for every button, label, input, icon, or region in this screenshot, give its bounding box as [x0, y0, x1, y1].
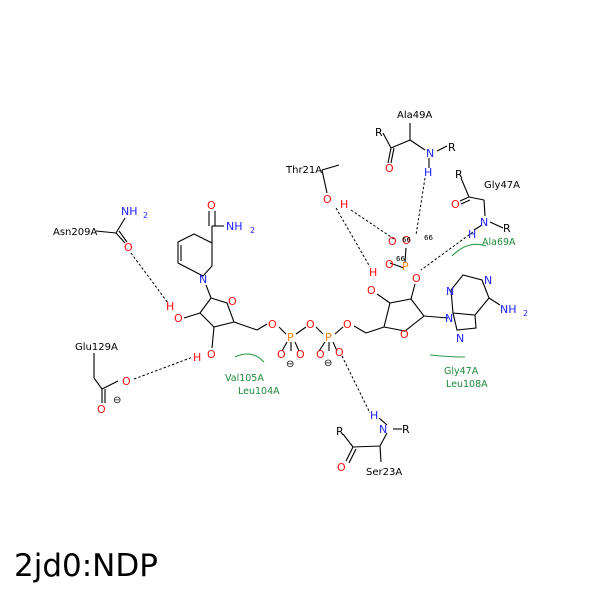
atom-nh2-asn-sub: 2 [143, 211, 148, 220]
atom-h-ala: H [424, 166, 432, 179]
atom-o-ser: O [337, 461, 346, 474]
distance-2: 66 [424, 234, 433, 242]
hbond-thr21-a [335, 207, 371, 268]
atom-o-p1b: O [296, 348, 305, 361]
atom-p-2prime: P [402, 260, 409, 273]
hbond-asn209 [130, 252, 169, 304]
diagram-title: 2jd0:NDP [14, 548, 158, 584]
hbond-gly47 [420, 231, 474, 271]
atom-o-amide: O [207, 199, 216, 212]
arc-gly47-leu108 [429, 354, 466, 358]
atom-n9: N [445, 312, 453, 325]
atom-o-3hydroxyl: O [207, 348, 216, 361]
atom-n3: N [446, 285, 454, 298]
residue-ser23: Ser23A [366, 467, 402, 478]
atom-r-ser-2: R [402, 423, 410, 436]
charge-glu: ⊖ [113, 395, 121, 406]
contact-labels: Ala69A Val105A Leu104A Gly47A Leu108A [225, 237, 516, 397]
atom-r-ser-1: R [336, 425, 344, 438]
hbond-glu129 [133, 356, 194, 380]
distance-3: 66 [396, 255, 405, 263]
residue-gly47-top: Gly47A [484, 180, 520, 191]
atom-nh2-adenine-sub: 2 [523, 309, 528, 318]
contact-gly47: Gly47A [444, 366, 479, 377]
charge-p1: ⊖ [286, 359, 294, 370]
arc-val105 [234, 353, 265, 363]
atom-n-ala: N [426, 147, 434, 160]
atom-o-5prime-2: O [343, 318, 352, 331]
atom-h-thr: H [340, 198, 348, 211]
residue-glu129: Glu129A [75, 342, 118, 353]
contact-ala69: Ala69A [482, 237, 516, 248]
hbond-ala49 [415, 177, 426, 236]
atom-o-2hydroxyl: O [174, 312, 183, 325]
atom-nh2-amide-sub: 2 [250, 226, 255, 235]
contact-leu104: Leu104A [238, 386, 280, 397]
atom-o-ala: O [385, 162, 394, 175]
imidazole-ring [452, 312, 477, 331]
atom-n-pyridine: N [199, 273, 207, 286]
atom-p-1: P [287, 331, 294, 344]
atom-o-gly: O [451, 198, 460, 211]
contact-val105: Val105A [225, 373, 264, 384]
atom-o-3prime: O [367, 284, 376, 297]
atom-n-ser: N [379, 423, 387, 436]
atom-h-ser: H [370, 409, 378, 422]
atom-h-gly: H [468, 228, 476, 241]
atom-o-asn: O [124, 241, 133, 254]
atom-nh2-asn: NH [121, 205, 138, 218]
hydrogen-bonds [130, 177, 474, 414]
atom-o-5prime-1: O [268, 318, 277, 331]
atom-r-ala-2: R [448, 141, 456, 154]
atom-r-gly-1: R [455, 168, 463, 181]
atom-r-gly-2: R [503, 222, 511, 235]
ribose-ring-2 [383, 298, 425, 332]
atom-o-ring1: O [228, 295, 237, 308]
atom-h-3prime: H [369, 266, 377, 279]
bond-network [93, 123, 504, 464]
atom-o-thr: O [323, 193, 332, 206]
residue-labels: Asn209A Glu129A Thr21A Ala49A Gly47A Ser… [53, 110, 520, 478]
atom-o-glu-b: O [97, 403, 106, 416]
ribose-ring-1 [199, 297, 235, 328]
atom-nh2-amide: NH [226, 220, 243, 233]
nicotinamide-ring [177, 233, 213, 277]
atom-h-3hydroxyl: H [193, 351, 201, 364]
atom-o-ring2: O [400, 328, 409, 341]
residue-ala49: Ala49A [397, 110, 432, 121]
charge-p2: ⊖ [324, 358, 332, 369]
atom-n1: N [484, 274, 492, 287]
hydrophobic-contacts [234, 243, 487, 363]
atom-o-glu-a: O [122, 375, 131, 388]
atom-n7: N [456, 332, 464, 345]
atom-o-2prime: O [412, 272, 421, 285]
atom-o-p1a: O [277, 348, 286, 361]
atom-labels: N O NH 2 O O H O H O P O P O O O O ⊖ ⊖ O… [97, 126, 528, 474]
arc-ala69 [451, 243, 487, 257]
atom-o-bridge: O [306, 318, 315, 331]
contact-leu108: Leu108A [446, 379, 488, 390]
atom-o-2p-b: O [388, 235, 397, 248]
atom-o-2p-c: O [402, 234, 411, 247]
atom-o-p2b: O [335, 346, 344, 359]
residue-asn209: Asn209A [53, 227, 97, 238]
hbond-ser23 [341, 355, 371, 414]
atom-nh2-adenine: NH [500, 303, 517, 316]
atom-o-2p-a: O [385, 258, 394, 271]
atom-r-ala-1: R [375, 126, 383, 139]
atom-h-2hydroxyl: H [166, 300, 174, 313]
atom-o-p2a: O [316, 348, 325, 361]
atom-n-gly: N [480, 216, 488, 229]
distance-1: 66 [402, 236, 411, 244]
residue-thr21: Thr21A [285, 165, 322, 176]
atom-p-2: P [325, 331, 332, 344]
